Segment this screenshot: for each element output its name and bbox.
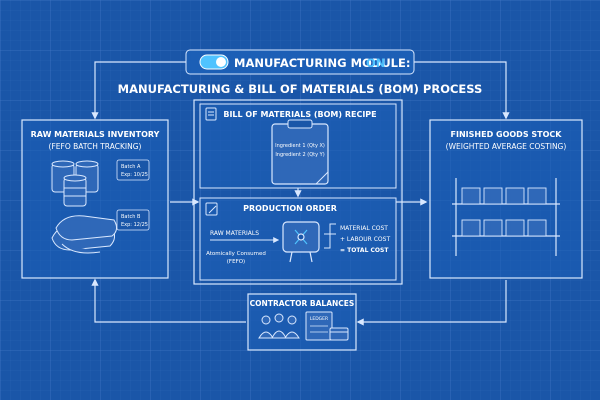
barrel-icon <box>51 160 99 207</box>
batch-tag-b: Batch B Exp: 12/25 <box>116 209 150 231</box>
production-consumed-1: Atomically Consumed <box>206 251 266 257</box>
page-title: MANUFACTURING & BILL OF MATERIALS (BOM) … <box>118 82 483 96</box>
arrow-top-right <box>408 61 510 120</box>
arrow-top-left <box>91 61 200 120</box>
header: MANUFACTURING MODULE: ON MANUFACTURING &… <box>118 49 483 96</box>
bom-panel: BILL OF MATERIALS (BOM) RECIPE Ingredien… <box>199 103 397 189</box>
box-icon <box>461 187 547 237</box>
finished-goods-title: FINISHED GOODS STOCK <box>451 130 563 139</box>
svg-text:Batch B: Batch B <box>121 214 141 220</box>
arrow-contractor-to-raw <box>91 278 246 323</box>
worker-icon <box>258 313 300 339</box>
pencil-icon <box>205 202 218 216</box>
svg-text:Exp: 10/25: Exp: 10/25 <box>121 172 148 178</box>
raw-materials-title: RAW MATERIALS INVENTORY <box>31 130 160 139</box>
production-title: PRODUCTION ORDER <box>243 204 337 213</box>
raw-materials-subtitle: (FEFO BATCH TRACKING) <box>49 142 142 151</box>
payment-card-icon <box>329 327 349 341</box>
toggle-state: ON <box>366 56 385 70</box>
clipboard-icon <box>271 119 329 185</box>
center-frame <box>193 99 403 285</box>
production-order-panel: PRODUCTION ORDER RAW MATERIALS Atomicall… <box>199 197 397 281</box>
contractor-title: CONTRACTOR BALANCES <box>250 299 355 308</box>
contractor-panel: CONTRACTOR BALANCES LEDGER <box>247 293 357 351</box>
finished-goods-subtitle: (WEIGHTED AVERAGE COSTING) <box>446 142 567 151</box>
mixer-tank-icon <box>282 221 320 263</box>
raw-materials-panel: RAW MATERIALS INVENTORY (FEFO BATCH TRAC… <box>21 119 169 279</box>
arrow-finished-to-contractor <box>356 280 507 326</box>
cost-labour: + LABOUR COST <box>340 236 390 243</box>
finished-goods-panel: FINISHED GOODS STOCK (WEIGHTED AVERAGE C… <box>429 119 583 279</box>
toggle-icon[interactable] <box>199 54 229 70</box>
sack-icon <box>51 215 118 254</box>
svg-text:LEDGER: LEDGER <box>310 316 328 322</box>
cost-material: MATERIAL COST <box>340 225 388 232</box>
production-raw-label: RAW MATERIALS <box>210 230 259 237</box>
flow-connectors <box>91 61 510 326</box>
svg-text:Batch A: Batch A <box>121 164 141 170</box>
production-cost-bracket <box>324 223 336 249</box>
cost-total: = TOTAL COST <box>340 247 389 254</box>
production-consumed-2: (FEFO) <box>227 259 245 265</box>
svg-text:Exp: 12/25: Exp: 12/25 <box>121 222 148 228</box>
toggle-banner <box>185 49 415 75</box>
bom-title: BILL OF MATERIALS (BOM) RECIPE <box>223 110 376 119</box>
batch-tag-a: Batch A Exp: 10/25 <box>116 159 150 181</box>
ledger-icon: LEDGER <box>305 311 333 341</box>
bom-line-2: Ingredient 2 (Qty Y) <box>275 152 324 158</box>
document-icon <box>205 107 217 121</box>
toggle-label: MANUFACTURING MODULE: <box>234 56 410 70</box>
bom-line-1: Ingredient 1 (Qty X) <box>275 143 325 149</box>
